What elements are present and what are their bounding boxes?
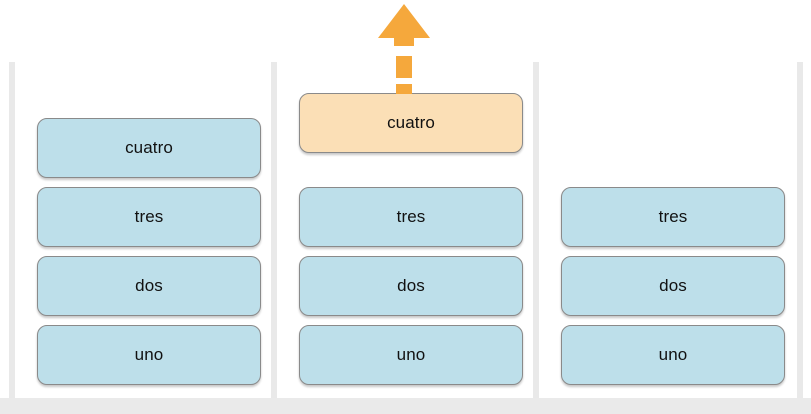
card-label: cuatro (387, 113, 435, 132)
card-middle-dos[interactable]: dos (299, 256, 523, 316)
card-right-dos[interactable]: dos (561, 256, 785, 316)
rail-divider-2 (533, 62, 539, 398)
card-left-cuatro[interactable]: cuatro (37, 118, 261, 178)
column-middle: cuatro tres dos uno (278, 62, 533, 398)
card-label: tres (658, 207, 688, 226)
card-label: uno (658, 345, 688, 364)
card-label: uno (396, 345, 426, 364)
card-right-tres[interactable]: tres (561, 187, 785, 247)
card-label: cuatro (125, 138, 173, 157)
card-left-dos[interactable]: dos (37, 256, 261, 316)
card-label: uno (134, 345, 164, 364)
card-label: tres (134, 207, 164, 226)
column-left: cuatro tres dos uno (15, 62, 270, 398)
card-left-tres[interactable]: tres (37, 187, 261, 247)
card-label: dos (659, 276, 687, 295)
card-left-uno[interactable]: uno (37, 325, 261, 385)
card-middle-cuatro[interactable]: cuatro (299, 93, 523, 153)
rail-divider-0 (9, 62, 15, 398)
board-bottom-bar (0, 398, 811, 414)
card-label: dos (397, 276, 425, 295)
card-right-uno[interactable]: uno (561, 325, 785, 385)
rail-divider-1 (271, 62, 277, 398)
rail-divider-3 (797, 62, 803, 398)
card-label: dos (135, 276, 163, 295)
card-label: tres (396, 207, 426, 226)
card-middle-tres[interactable]: tres (299, 187, 523, 247)
column-right: tres dos uno (541, 62, 796, 398)
card-middle-uno[interactable]: uno (299, 325, 523, 385)
